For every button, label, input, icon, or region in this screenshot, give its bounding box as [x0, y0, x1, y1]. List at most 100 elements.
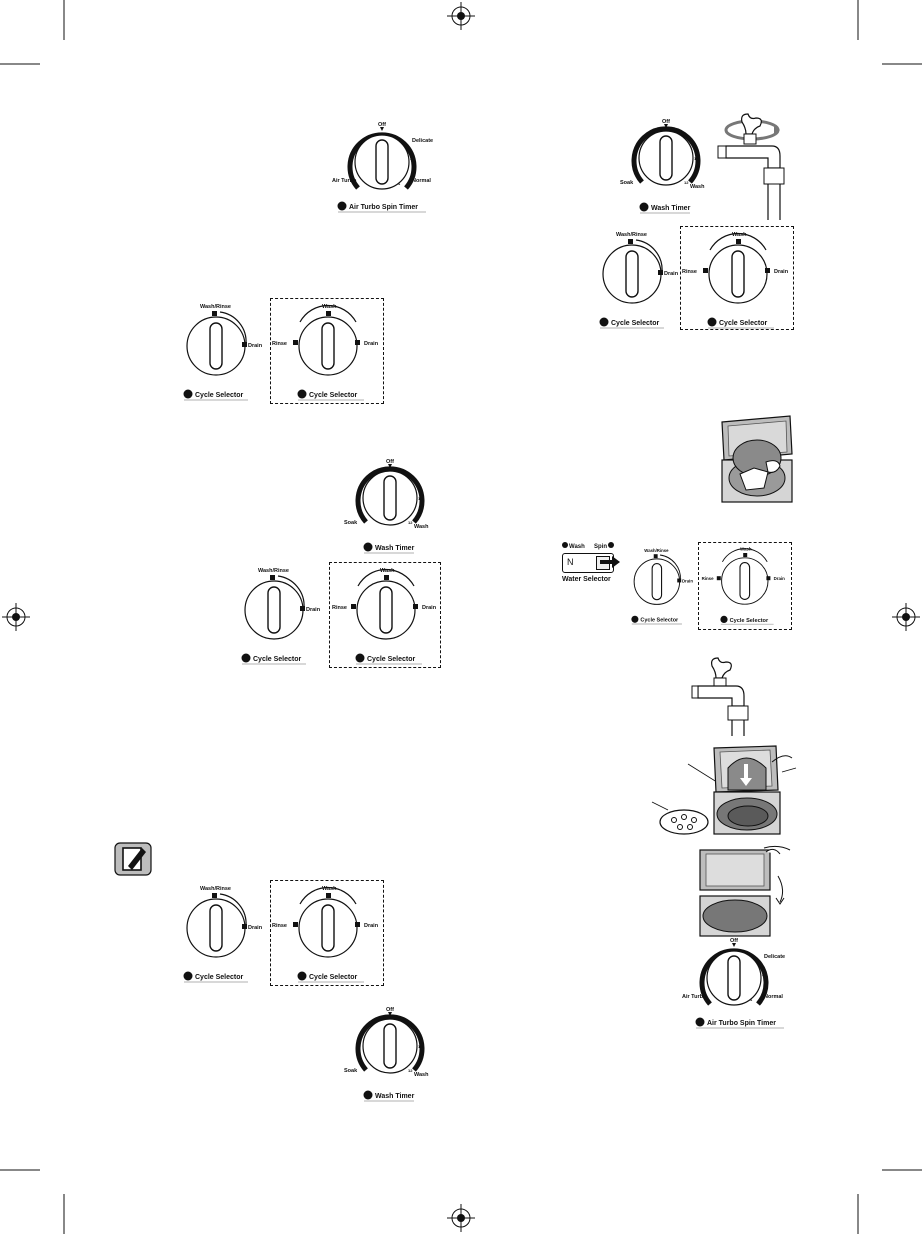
delicate-label: Delicate — [764, 954, 785, 960]
water-selector-title: Water Selector — [562, 576, 611, 583]
cycle-selector-title: Cycle Selector — [730, 618, 769, 624]
wash-label: Wash — [732, 232, 747, 238]
water-neutral-label: N — [567, 557, 574, 567]
cycle-selector-dial: Wash/Rinse Drain Cycle Selector — [183, 886, 263, 983]
soak-label: Soak — [344, 1068, 358, 1074]
dial-number: 10 — [356, 142, 361, 147]
cycle-selector-dial-alt: Wash Rinse Drain Cycle Selector — [332, 568, 437, 665]
spin-timer-title: Air Turbo Spin Timer — [349, 204, 418, 211]
dial-number: 1 — [750, 997, 753, 1002]
wash-rinse-label: Wash/Rinse — [200, 886, 231, 892]
drain-label: Drain — [682, 578, 693, 583]
air-turbo-spin-timer-dial: Off Delicate Normal Air Turbo 10 3 1 Air… — [332, 122, 433, 213]
tub-icon — [355, 653, 365, 663]
wash-timer-dial: Off Soak Wash 15 5 10 12 Wash Timer — [344, 459, 429, 554]
alternate-dial-frame — [680, 226, 794, 330]
drain-label: Drain — [364, 341, 379, 347]
tub-icon — [297, 971, 307, 981]
wash-timer-title: Wash Timer — [375, 1093, 415, 1100]
drain-label: Drain — [422, 605, 437, 611]
dial-number: 15 — [636, 142, 641, 147]
wash-rinse-label: Wash/Rinse — [258, 568, 289, 574]
alternate-dial-frame — [270, 298, 384, 404]
wash-rinse-label: Wash/Rinse — [200, 304, 231, 310]
faucet-turn-illustration — [717, 113, 785, 220]
rinse-label: Rinse — [272, 923, 287, 929]
cycle-selector-title: Cycle Selector — [309, 974, 358, 981]
wash-timer-icon — [363, 1090, 373, 1100]
spin-icon — [695, 1017, 705, 1027]
cycle-selector-dial: Wash/Rinse Drain Cycle Selector — [631, 548, 693, 625]
off-label: Off — [378, 122, 386, 128]
wash-timer-dial: Off Soak Wash 15 5 10 12 Wash Timer — [344, 1007, 429, 1102]
tub-icon — [631, 615, 639, 623]
drain-label: Drain — [306, 607, 321, 613]
tub-icon — [241, 653, 251, 663]
wash-label: Wash — [380, 568, 395, 574]
dial-number: 5 — [410, 1022, 413, 1027]
cycle-selector-title: Cycle Selector — [719, 320, 768, 327]
cycle-selector-dial-alt: Wash Rinse Drain Cycle Selector — [272, 886, 379, 983]
wash-label: Wash — [690, 184, 705, 190]
dial-number: 12 — [408, 520, 413, 525]
dial-number: 10 — [418, 496, 423, 501]
cycle-selector-title: Cycle Selector — [195, 392, 244, 399]
drain-label: Drain — [664, 271, 679, 277]
tub-icon — [183, 389, 193, 399]
off-label: Off — [730, 938, 738, 944]
normal-label: Normal — [764, 994, 783, 1000]
wash-timer-icon — [639, 202, 649, 212]
wash-label: Wash — [322, 304, 337, 310]
cycle-selector-dial-alt: Wash Rinse Drain Cycle Selector — [272, 304, 379, 401]
wash-timer-title: Wash Timer — [651, 205, 691, 212]
cycle-selector-title: Cycle Selector — [367, 656, 416, 663]
wash-label: Wash — [414, 524, 429, 530]
dial-number: 12 — [408, 1068, 413, 1073]
cycle-selector-title: Cycle Selector — [195, 974, 244, 981]
dial-number: 10 — [708, 958, 713, 963]
rinse-label: Rinse — [332, 605, 347, 611]
wash-label: Wash — [740, 547, 752, 552]
drain-label: Drain — [248, 343, 263, 349]
rinse-label: Rinse — [682, 269, 697, 275]
dial-number: 12 — [684, 180, 689, 185]
washer-lid-illustration — [699, 845, 791, 937]
off-label: Off — [386, 459, 394, 465]
wash-label: Wash — [414, 1072, 429, 1078]
arrow-right-icon — [600, 556, 620, 568]
drain-label: Drain — [774, 576, 786, 581]
tub-icon — [707, 317, 717, 327]
wash-timer-title: Wash Timer — [375, 545, 415, 552]
cycle-selector-dial: Wash/Rinse Drain Cycle Selector — [241, 568, 321, 665]
alternate-dial-frame — [270, 880, 384, 986]
tub-icon — [183, 971, 193, 981]
rinse-label: Rinse — [702, 576, 715, 581]
normal-label: Normal — [412, 178, 431, 184]
dial-number: 5 — [410, 474, 413, 479]
dial-number: 10 — [694, 156, 699, 161]
drain-label: Drain — [248, 925, 263, 931]
cycle-selector-title: Cycle Selector — [309, 392, 358, 399]
dial-number: 10 — [418, 1044, 423, 1049]
registration-mark-top — [447, 2, 475, 30]
soak-label: Soak — [620, 180, 634, 186]
registration-mark-left — [2, 603, 30, 631]
spin-icon — [337, 201, 347, 211]
tub-icon — [297, 389, 307, 399]
wash-rinse-label: Wash/Rinse — [644, 548, 669, 553]
cycle-selector-title: Cycle Selector — [253, 656, 302, 663]
cycle-selector-title: Cycle Selector — [611, 320, 660, 327]
air-turbo-label: Air Turbo — [332, 178, 357, 184]
cycle-selector-dial: Wash/Rinse Drain Cycle Selector — [183, 304, 263, 401]
wash-rinse-label: Wash/Rinse — [616, 232, 647, 238]
cycle-selector-dial-alt: Wash Rinse Drain Cycle Selector — [682, 232, 789, 329]
wash-label: Wash — [322, 886, 337, 892]
dial-number: 3 — [762, 972, 765, 977]
note-icon — [114, 842, 152, 876]
drain-label: Drain — [364, 923, 379, 929]
tub-icon — [720, 615, 728, 623]
tub-icon — [599, 317, 609, 327]
spin-timer-title: Air Turbo Spin Timer — [707, 1020, 776, 1027]
rinse-label: Rinse — [272, 341, 287, 347]
